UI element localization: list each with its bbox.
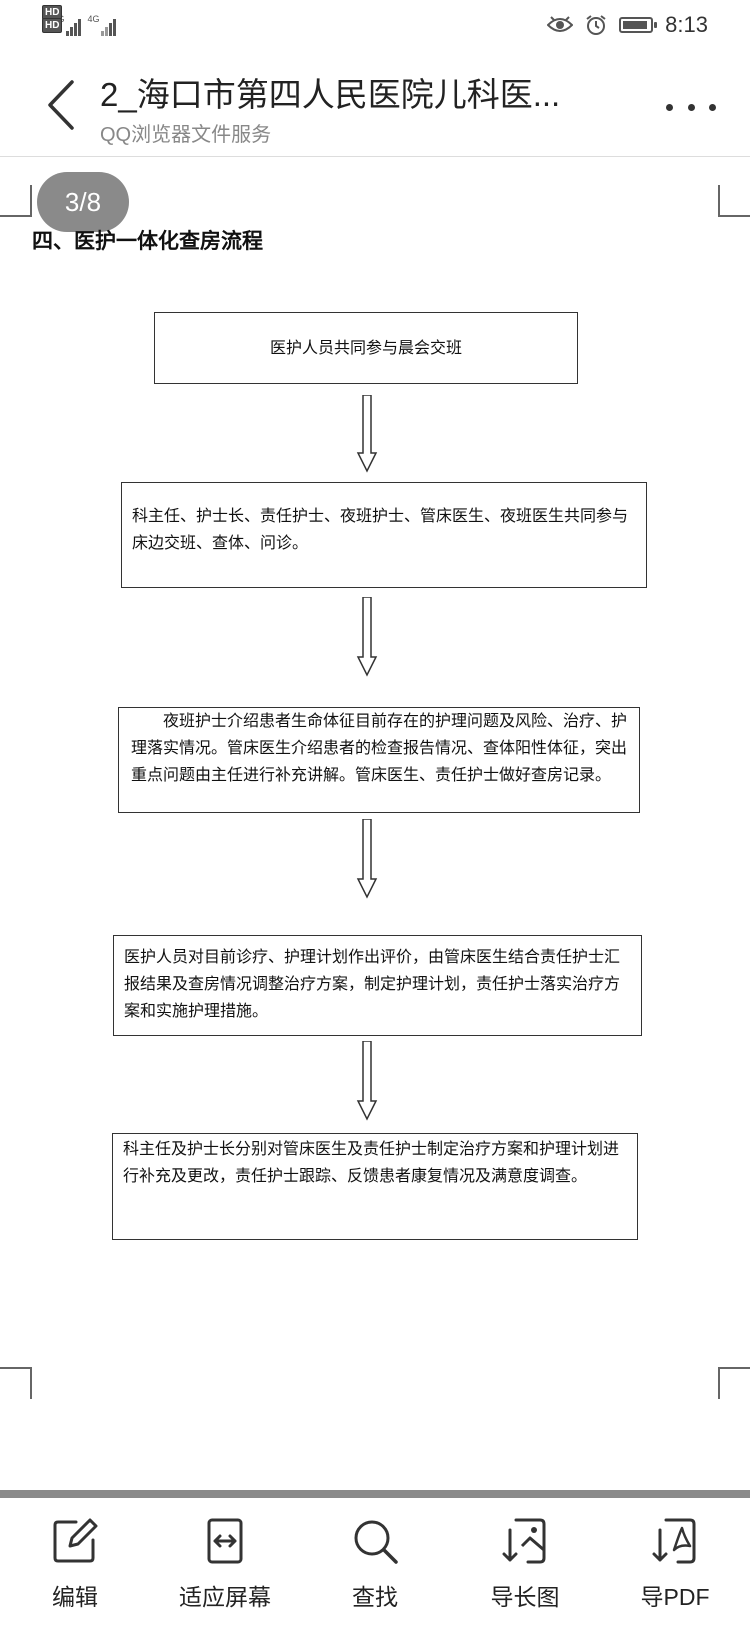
- status-bar: HD 1 HD 2 4G 4G 8:13: [0, 0, 750, 52]
- document-viewer[interactable]: 3/8 四、医护一体化查房流程 医护人员共同参与晨会交班 科主任、护士长、责任护…: [0, 157, 750, 1492]
- toolbar-divider: [0, 1490, 750, 1498]
- page-corner-mark: [0, 185, 32, 217]
- signal-icon: 4G: [87, 14, 117, 36]
- edit-label: 编辑: [52, 1584, 98, 1610]
- hd-indicator-2: HD 2: [42, 18, 63, 33]
- fit-screen-button[interactable]: 适应屏幕: [150, 1498, 300, 1625]
- flow-step-3: 夜班护士介绍患者生命体征目前存在的护理问题及风险、治疗、护理落实情况。管床医生介…: [118, 707, 640, 813]
- page-subtitle: QQ浏览器文件服务: [100, 124, 272, 146]
- title-bar: 2_海口市第四人民医院儿科医... QQ浏览器文件服务: [0, 52, 750, 157]
- export-long-image-button[interactable]: 导长图: [450, 1498, 600, 1625]
- network-type: 4G: [87, 14, 100, 24]
- edit-button[interactable]: 编辑: [0, 1498, 150, 1625]
- fit-screen-icon: [207, 1518, 243, 1564]
- flow-step-5: 科主任及护士长分别对管床医生及责任护士制定治疗方案和护理计划进行补充及更改，责任…: [112, 1133, 638, 1240]
- bottom-toolbar: 编辑 适应屏幕 查找 导长图 导PDF: [0, 1498, 750, 1625]
- export-pdf-button[interactable]: 导PDF: [600, 1498, 750, 1625]
- export-pdf-label: 导PDF: [640, 1584, 710, 1610]
- flow-step-2: 科主任、护士长、责任护士、夜班护士、管床医生、夜班医生共同参与床边交班、查体、问…: [121, 482, 647, 588]
- flow-step-1: 医护人员共同参与晨会交班: [154, 312, 578, 384]
- page-corner-mark: [718, 185, 750, 217]
- down-arrow-icon: [356, 597, 378, 677]
- chevron-left-icon[interactable]: [40, 78, 84, 132]
- flow-step-4: 医护人员对目前诊疗、护理计划作出评价，由管床医生结合责任护士汇报结果及查房情况调…: [113, 935, 642, 1036]
- hd-indicator-1: HD 1: [42, 5, 63, 20]
- fit-screen-label: 适应屏幕: [179, 1584, 271, 1610]
- more-dots-icon[interactable]: [666, 100, 716, 114]
- page-title: 2_海口市第四人民医院儿科医...: [100, 76, 561, 113]
- hd-indicators: HD 1 HD 2: [42, 5, 63, 33]
- page-corner-mark: [0, 1367, 32, 1399]
- status-bar-left: HD 1 HD 2 4G 4G: [42, 5, 117, 36]
- page-indicator: 3/8: [37, 172, 129, 232]
- down-arrow-icon: [356, 1041, 378, 1121]
- clock: 8:13: [665, 12, 708, 37]
- page-corner-mark: [718, 1367, 750, 1399]
- eye-icon: [547, 16, 574, 32]
- export-long-image-icon: [502, 1518, 546, 1564]
- alarm-icon: [586, 15, 606, 35]
- search-label: 查找: [352, 1584, 398, 1610]
- edit-icon: [53, 1518, 98, 1563]
- export-pdf-icon: [652, 1518, 696, 1564]
- export-long-image-label: 导长图: [490, 1584, 560, 1610]
- hd-badge: HD: [42, 18, 63, 33]
- down-arrow-icon: [356, 819, 378, 899]
- battery-icon: [619, 17, 658, 33]
- search-icon: [354, 1520, 398, 1564]
- down-arrow-icon: [356, 395, 378, 473]
- status-bar-right: 8:13: [547, 12, 708, 38]
- search-button[interactable]: 查找: [300, 1498, 450, 1625]
- section-heading: 四、医护一体化查房流程: [32, 230, 263, 253]
